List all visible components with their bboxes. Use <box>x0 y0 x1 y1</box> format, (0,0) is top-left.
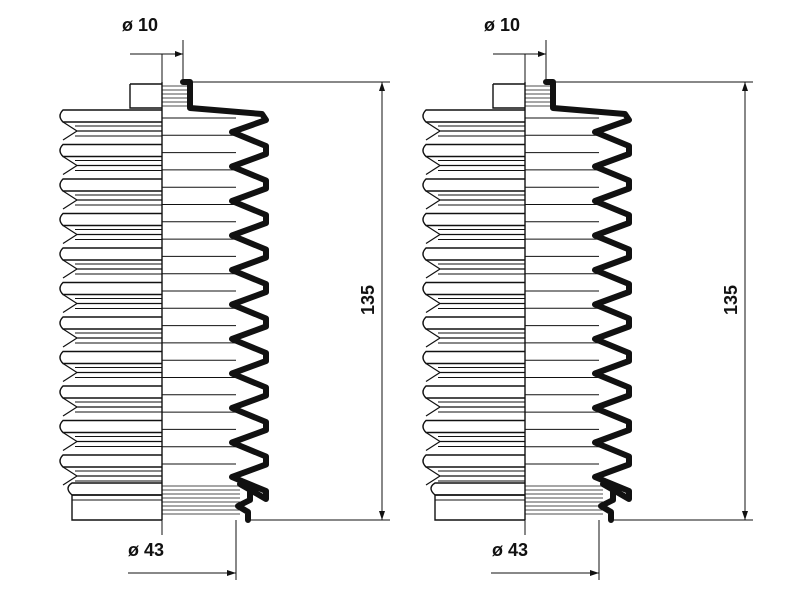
bellows-valley <box>425 190 525 210</box>
height-dimension-label: 135 <box>358 285 378 315</box>
bellows-valley <box>62 259 162 279</box>
bellows-rib <box>422 178 525 192</box>
neck-outline <box>129 83 162 109</box>
bellows-rib <box>59 385 162 399</box>
bellows-valley <box>425 121 525 141</box>
bellows-rib <box>59 247 162 261</box>
bellows-valley <box>425 466 525 486</box>
bellows-valley <box>425 259 525 279</box>
steering-boot-drawing-right: ø 10 ø 43 135 <box>422 15 753 580</box>
bellows-valley <box>62 431 162 452</box>
bellows-valley <box>425 431 525 452</box>
bellows-rib <box>59 178 162 192</box>
bellows-valley <box>62 121 162 141</box>
bellows-valley <box>62 466 162 486</box>
bellows-valley <box>425 362 525 383</box>
section-wall-profile <box>543 79 632 523</box>
bellows-valley <box>62 224 162 245</box>
steering-boot-drawing-left: ø 10 ø 43 135 <box>59 15 390 580</box>
bellows-rib <box>422 350 525 365</box>
bellows-rib <box>59 212 162 227</box>
bellows-rib <box>422 454 525 468</box>
bellows-valley <box>62 293 162 314</box>
collar-outline <box>434 494 525 521</box>
bottom-diameter-label: ø 43 <box>492 540 528 560</box>
bellows-rib <box>59 143 162 158</box>
neck-outline <box>492 83 525 109</box>
section-wall-profile <box>180 79 269 523</box>
bottom-diameter-label: ø 43 <box>128 540 164 560</box>
top-diameter-label: ø 10 <box>122 15 158 35</box>
bellows-rib <box>59 419 162 434</box>
bellows-rib <box>422 419 525 434</box>
bellows-valley <box>62 190 162 210</box>
collar-rib <box>67 482 162 496</box>
collar-rib <box>430 482 525 496</box>
bellows-valley <box>62 155 162 176</box>
bellows-valley <box>425 293 525 314</box>
bellows-rib <box>422 109 525 123</box>
bellows-rib <box>59 316 162 330</box>
bellows-rib <box>59 350 162 365</box>
bellows-valley <box>425 155 525 176</box>
height-dimension-label: 135 <box>721 285 741 315</box>
bellows-valley <box>425 224 525 245</box>
bellows-valley <box>62 362 162 383</box>
bellows-valley <box>62 328 162 348</box>
collar-outline <box>71 494 162 521</box>
bellows-rib <box>59 109 162 123</box>
bellows-rib <box>422 247 525 261</box>
bellows-rib <box>59 454 162 468</box>
top-diameter-label: ø 10 <box>484 15 520 35</box>
bellows-rib <box>422 281 525 296</box>
bellows-valley <box>62 397 162 417</box>
bellows-rib <box>422 143 525 158</box>
bellows-valley <box>425 397 525 417</box>
bellows-rib <box>422 212 525 227</box>
bellows-rib <box>422 385 525 399</box>
bellows-rib <box>59 281 162 296</box>
bellows-rib <box>422 316 525 330</box>
bellows-valley <box>425 328 525 348</box>
